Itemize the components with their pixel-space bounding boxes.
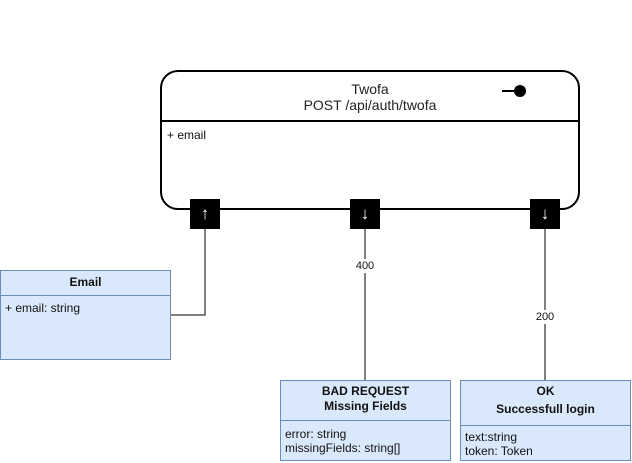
box-email-field: + email: string (5, 301, 81, 315)
endpoint-field-email: + email (167, 128, 207, 142)
box-bad-request-title: BAD REQUEST (321, 384, 410, 398)
endpoint-title: Twofa POST /api/auth/twofa (162, 81, 578, 113)
box-ok-field-text: text:string (465, 430, 518, 444)
box-ok[interactable]: OK Successfull login text:string token: … (460, 380, 631, 461)
box-ok-field-token: token: Token (465, 444, 533, 458)
box-bad-request-header: BAD REQUEST Missing Fields (281, 381, 450, 421)
port-400-down-arrow-icon[interactable]: ↓ (350, 199, 380, 229)
port-input-up-arrow-icon[interactable]: ↑ (190, 199, 220, 229)
edge-label-200: 200 (533, 310, 557, 324)
box-bad-request-field-error: error: string (285, 427, 347, 441)
box-ok-title: OK (536, 384, 555, 398)
endpoint-divider (162, 120, 578, 122)
box-email-title: Email (1, 271, 170, 296)
endpoint-name: Twofa (351, 81, 389, 97)
box-bad-request-field-missing: missingFields: string[] (285, 441, 401, 455)
endpoint-route: POST /api/auth/twofa (303, 97, 437, 113)
endpoint-twofa[interactable]: Twofa POST /api/auth/twofa + email (160, 70, 580, 210)
box-ok-subtitle: Successfull login (496, 402, 595, 416)
edge-label-400: 400 (353, 259, 377, 273)
box-bad-request-subtitle: Missing Fields (324, 399, 407, 413)
port-200-down-arrow-icon[interactable]: ↓ (530, 199, 560, 229)
wire-email-to-input (170, 229, 206, 316)
box-email[interactable]: Email + email: string (0, 270, 171, 360)
box-bad-request[interactable]: BAD REQUEST Missing Fields error: string… (280, 380, 451, 461)
box-ok-header: OK Successfull login (461, 381, 630, 426)
interface-lollipop-icon (502, 84, 528, 98)
